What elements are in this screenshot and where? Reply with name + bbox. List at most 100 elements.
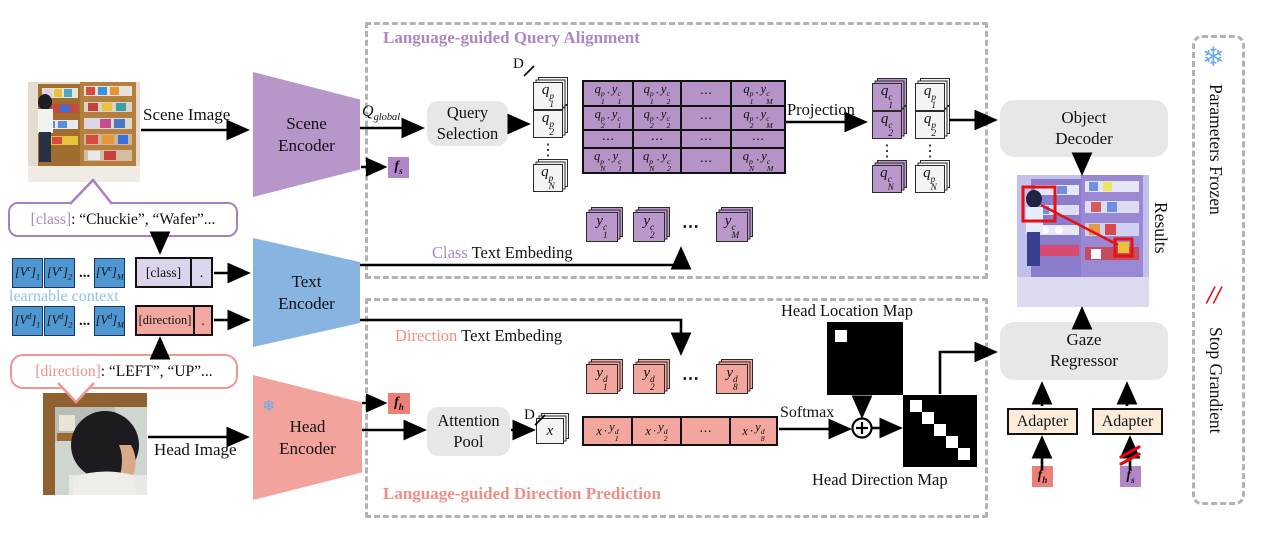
class-token-dot: .: [190, 257, 213, 288]
matrix-cell: ⋯: [583, 130, 633, 149]
list-item: [Vd]1: [12, 306, 43, 336]
f-s-input: fs: [1120, 466, 1141, 487]
class-embedding-label: Class Text Embeding: [432, 243, 573, 263]
direction-dot: [946, 436, 958, 448]
class-token-text: [class]: [135, 257, 192, 288]
list-item: [Vd]2: [44, 306, 75, 336]
attention-pool-label: Attention Pool: [437, 411, 500, 451]
direction-embedding-rest: Text Embeding: [457, 326, 563, 345]
head-encoder: Head Encoder: [253, 375, 362, 500]
legend-stop-label: Stop Grandient: [1206, 327, 1226, 434]
list-item: ⋯: [681, 417, 730, 445]
list-item: ⋮: [922, 143, 938, 160]
context-tokens-class: [Vc]1[Vc]2...[Vc]M: [12, 258, 126, 288]
direction-prediction-title: Language-guided Direction Prediction: [383, 484, 661, 503]
query-selection-label: Query Selection: [436, 103, 499, 143]
list-item: [Vc]M: [94, 258, 126, 288]
legend-frozen-icon: ❄: [1202, 42, 1225, 72]
class-tag: [class]: [30, 210, 72, 228]
legend-frozen-label: Parameters Frozen: [1206, 84, 1226, 215]
f-s-output: fs: [388, 157, 409, 178]
direction-token-text: [direction]: [135, 305, 195, 336]
text-encoder-label: Text Encoder: [278, 272, 335, 313]
query-alignment-title: Language-guided Query Alignment: [383, 28, 640, 47]
list-item: [Vd]M: [94, 306, 126, 336]
adapter-head-label: Adapter: [1016, 412, 1069, 430]
direction-prompt-bubble: [direction]: “LEFT”, “UP”...: [10, 354, 238, 389]
stop-gradient-mark: [1119, 452, 1141, 466]
list-item: [Vc]1: [12, 258, 43, 288]
direction-dot: [958, 448, 970, 460]
direction-embedding-label: Direction Text Embeding: [395, 326, 562, 346]
q-global-label: Qglobal: [362, 103, 401, 124]
adapter-scene: Adapter: [1092, 408, 1163, 435]
learnable-context-label: learnable context: [9, 288, 119, 305]
results-photo: [1017, 175, 1149, 307]
scene-encoder-label: Scene Encoder: [278, 114, 335, 155]
direction-dot: [922, 412, 934, 424]
head-direction-map-label: Head Direction Map: [812, 470, 948, 489]
projection-label: Projection: [787, 100, 855, 119]
list-item: ⋯: [682, 369, 699, 388]
x-feature-stack: x: [536, 418, 564, 444]
d-dim-label-queries: D: [513, 56, 524, 72]
matrix-cell: ⋯: [681, 81, 731, 106]
x-card: x: [536, 418, 564, 444]
direction-tag: [direction]: [35, 362, 101, 380]
object-decoder-module: Object Decoder: [1000, 100, 1168, 157]
adapter-head: Adapter: [1007, 408, 1078, 435]
scene-image-photo: [28, 82, 140, 182]
list-item: ⋮: [540, 142, 556, 159]
class-embedding-colored: Class: [432, 243, 468, 262]
scene-encoder: Scene Encoder: [253, 72, 360, 197]
head-location-map: [827, 322, 903, 395]
direction-token: [direction] .: [135, 305, 213, 336]
object-decoder-label: Object Decoder: [1055, 107, 1113, 148]
list-item: ⋮: [879, 143, 895, 160]
f-h-output: fh: [388, 393, 410, 414]
class-embedding-rest: Text Embeding: [467, 243, 573, 262]
direction-dot: [910, 400, 922, 412]
stop-gradient-mark: [1119, 445, 1141, 459]
f-h-input: fh: [1032, 466, 1053, 487]
softmax-label: Softmax: [780, 404, 835, 421]
head-image-label: Head Image: [154, 440, 237, 459]
list-item: [Vc]2: [44, 258, 75, 288]
gaze-regressor-label: Gaze Regressor: [1050, 330, 1118, 370]
text-encoder: Text Encoder: [253, 238, 360, 347]
head-image-photo: [43, 393, 147, 495]
list-item: ...: [79, 264, 91, 281]
matrix-cell: ⋯: [731, 130, 785, 149]
direction-token-dot: .: [193, 305, 213, 336]
gaze-regressor-module: Gaze Regressor: [1000, 322, 1168, 380]
head-encoder-frozen-icon: ❄: [262, 398, 276, 415]
direction-examples: : “LEFT”, “UP”...: [100, 362, 213, 380]
class-examples: : “Chuckie”, “Wafer”...: [71, 210, 216, 228]
d-dim-label-x: D: [524, 407, 535, 423]
legend-stop-icon: //: [1207, 282, 1221, 309]
